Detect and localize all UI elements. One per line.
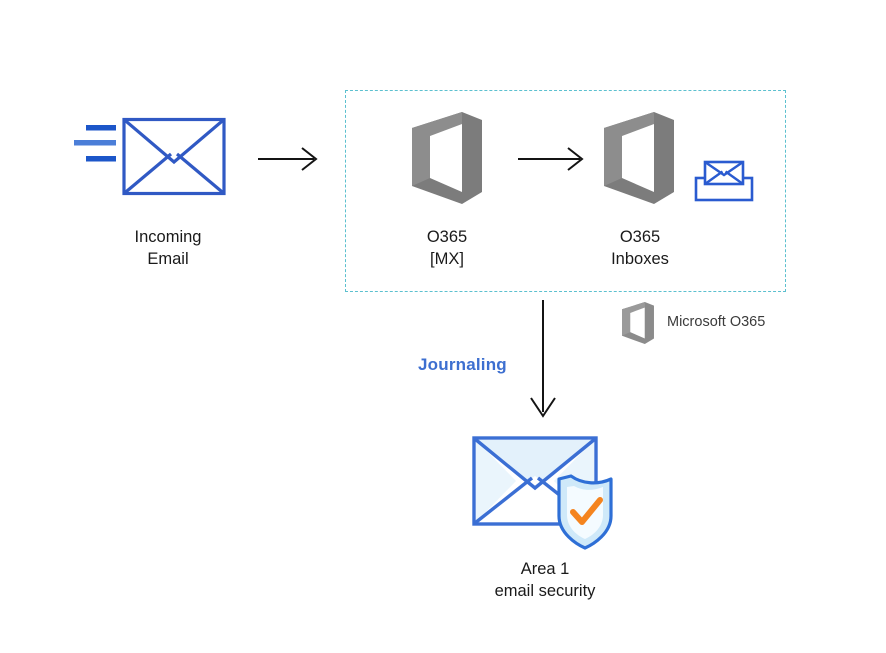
connector-inboxes-to-area1 [528, 300, 558, 418]
microsoft-office-icon [412, 112, 482, 204]
legend-o365-icon-wrap [620, 302, 656, 344]
microsoft-office-icon [622, 302, 654, 344]
connector-mx-to-inboxes [518, 145, 588, 173]
arrow-right-icon [518, 147, 584, 171]
node-o365-inboxes [600, 112, 678, 204]
node-incoming-email [72, 117, 227, 210]
connector-label-journaling: Journaling [418, 355, 507, 374]
node-o365-mx [408, 112, 486, 204]
microsoft-o365-zone [345, 90, 786, 292]
inbox-mail-icon [694, 160, 754, 202]
shielded-envelope-icon [472, 436, 613, 550]
arrow-right-icon [258, 147, 318, 171]
node-inbox-mail [694, 160, 754, 202]
caption-incoming-email: Incoming Email [134, 228, 202, 269]
legend-label: Microsoft O365 [667, 314, 766, 330]
envelope-icon [74, 117, 226, 196]
connector-incoming-to-mx [258, 145, 320, 173]
caption-o365-mx: O365 [MX] [426, 228, 468, 269]
node-area1-email-security [470, 432, 630, 552]
arrow-down-icon [530, 300, 556, 418]
caption-area1-email-security: Area 1 email security [494, 560, 596, 601]
caption-o365-inboxes: O365 Inboxes [611, 228, 669, 269]
microsoft-office-icon [604, 112, 674, 204]
